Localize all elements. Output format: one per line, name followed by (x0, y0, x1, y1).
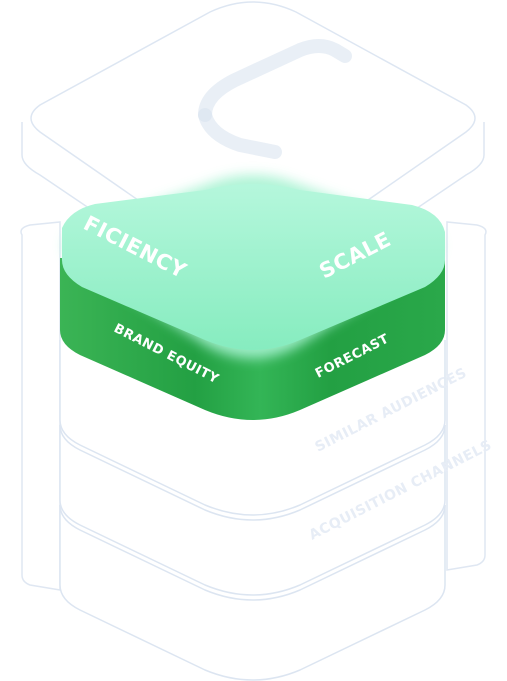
outer-shell (20, 221, 487, 591)
mint-top-face (62, 184, 445, 350)
mint-top-layer (62, 175, 445, 359)
